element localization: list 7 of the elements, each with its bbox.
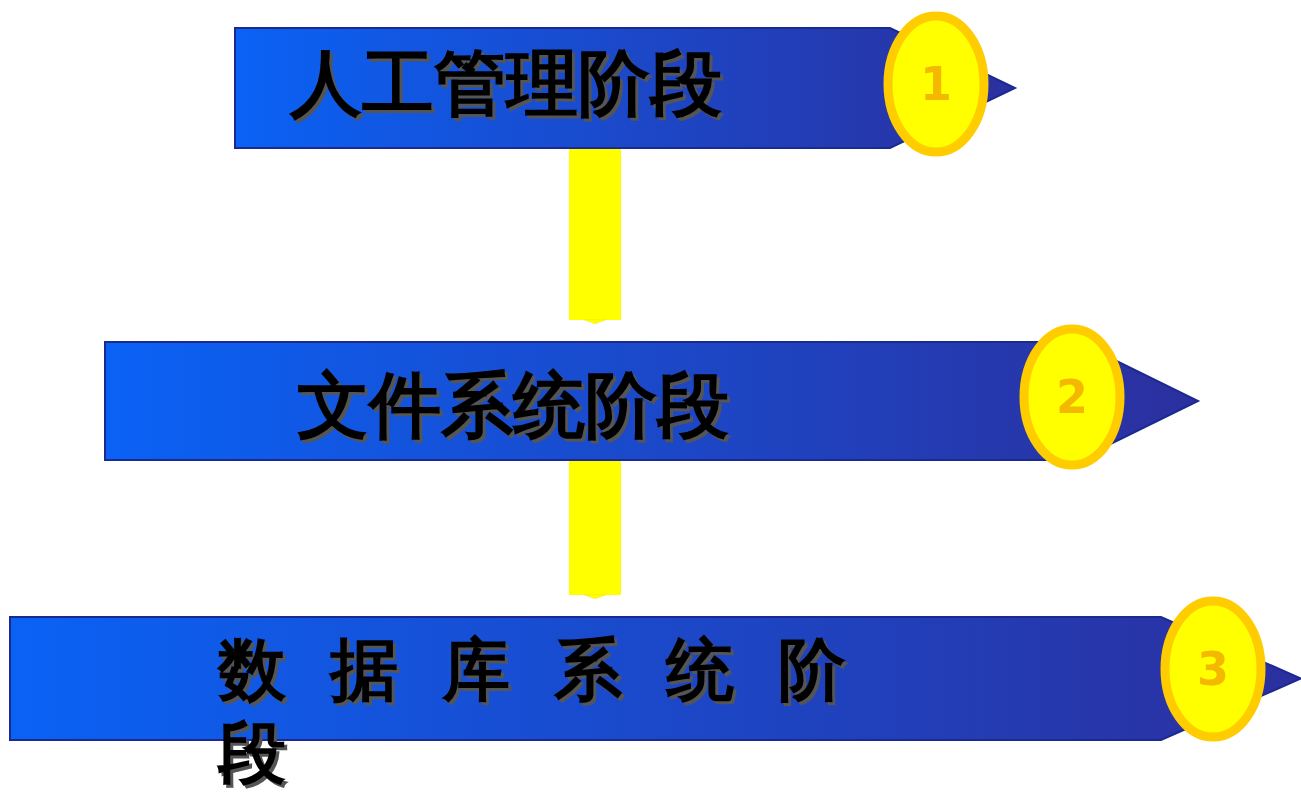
step-number: 1 xyxy=(920,57,952,111)
down-arrow xyxy=(569,149,621,324)
step-number: 3 xyxy=(1197,642,1229,696)
stage-title: 文件系统阶段 xyxy=(297,364,730,447)
stage-title: 人工管理阶段 xyxy=(290,42,723,125)
down-arrow xyxy=(569,461,621,599)
step-number: 2 xyxy=(1056,370,1088,424)
